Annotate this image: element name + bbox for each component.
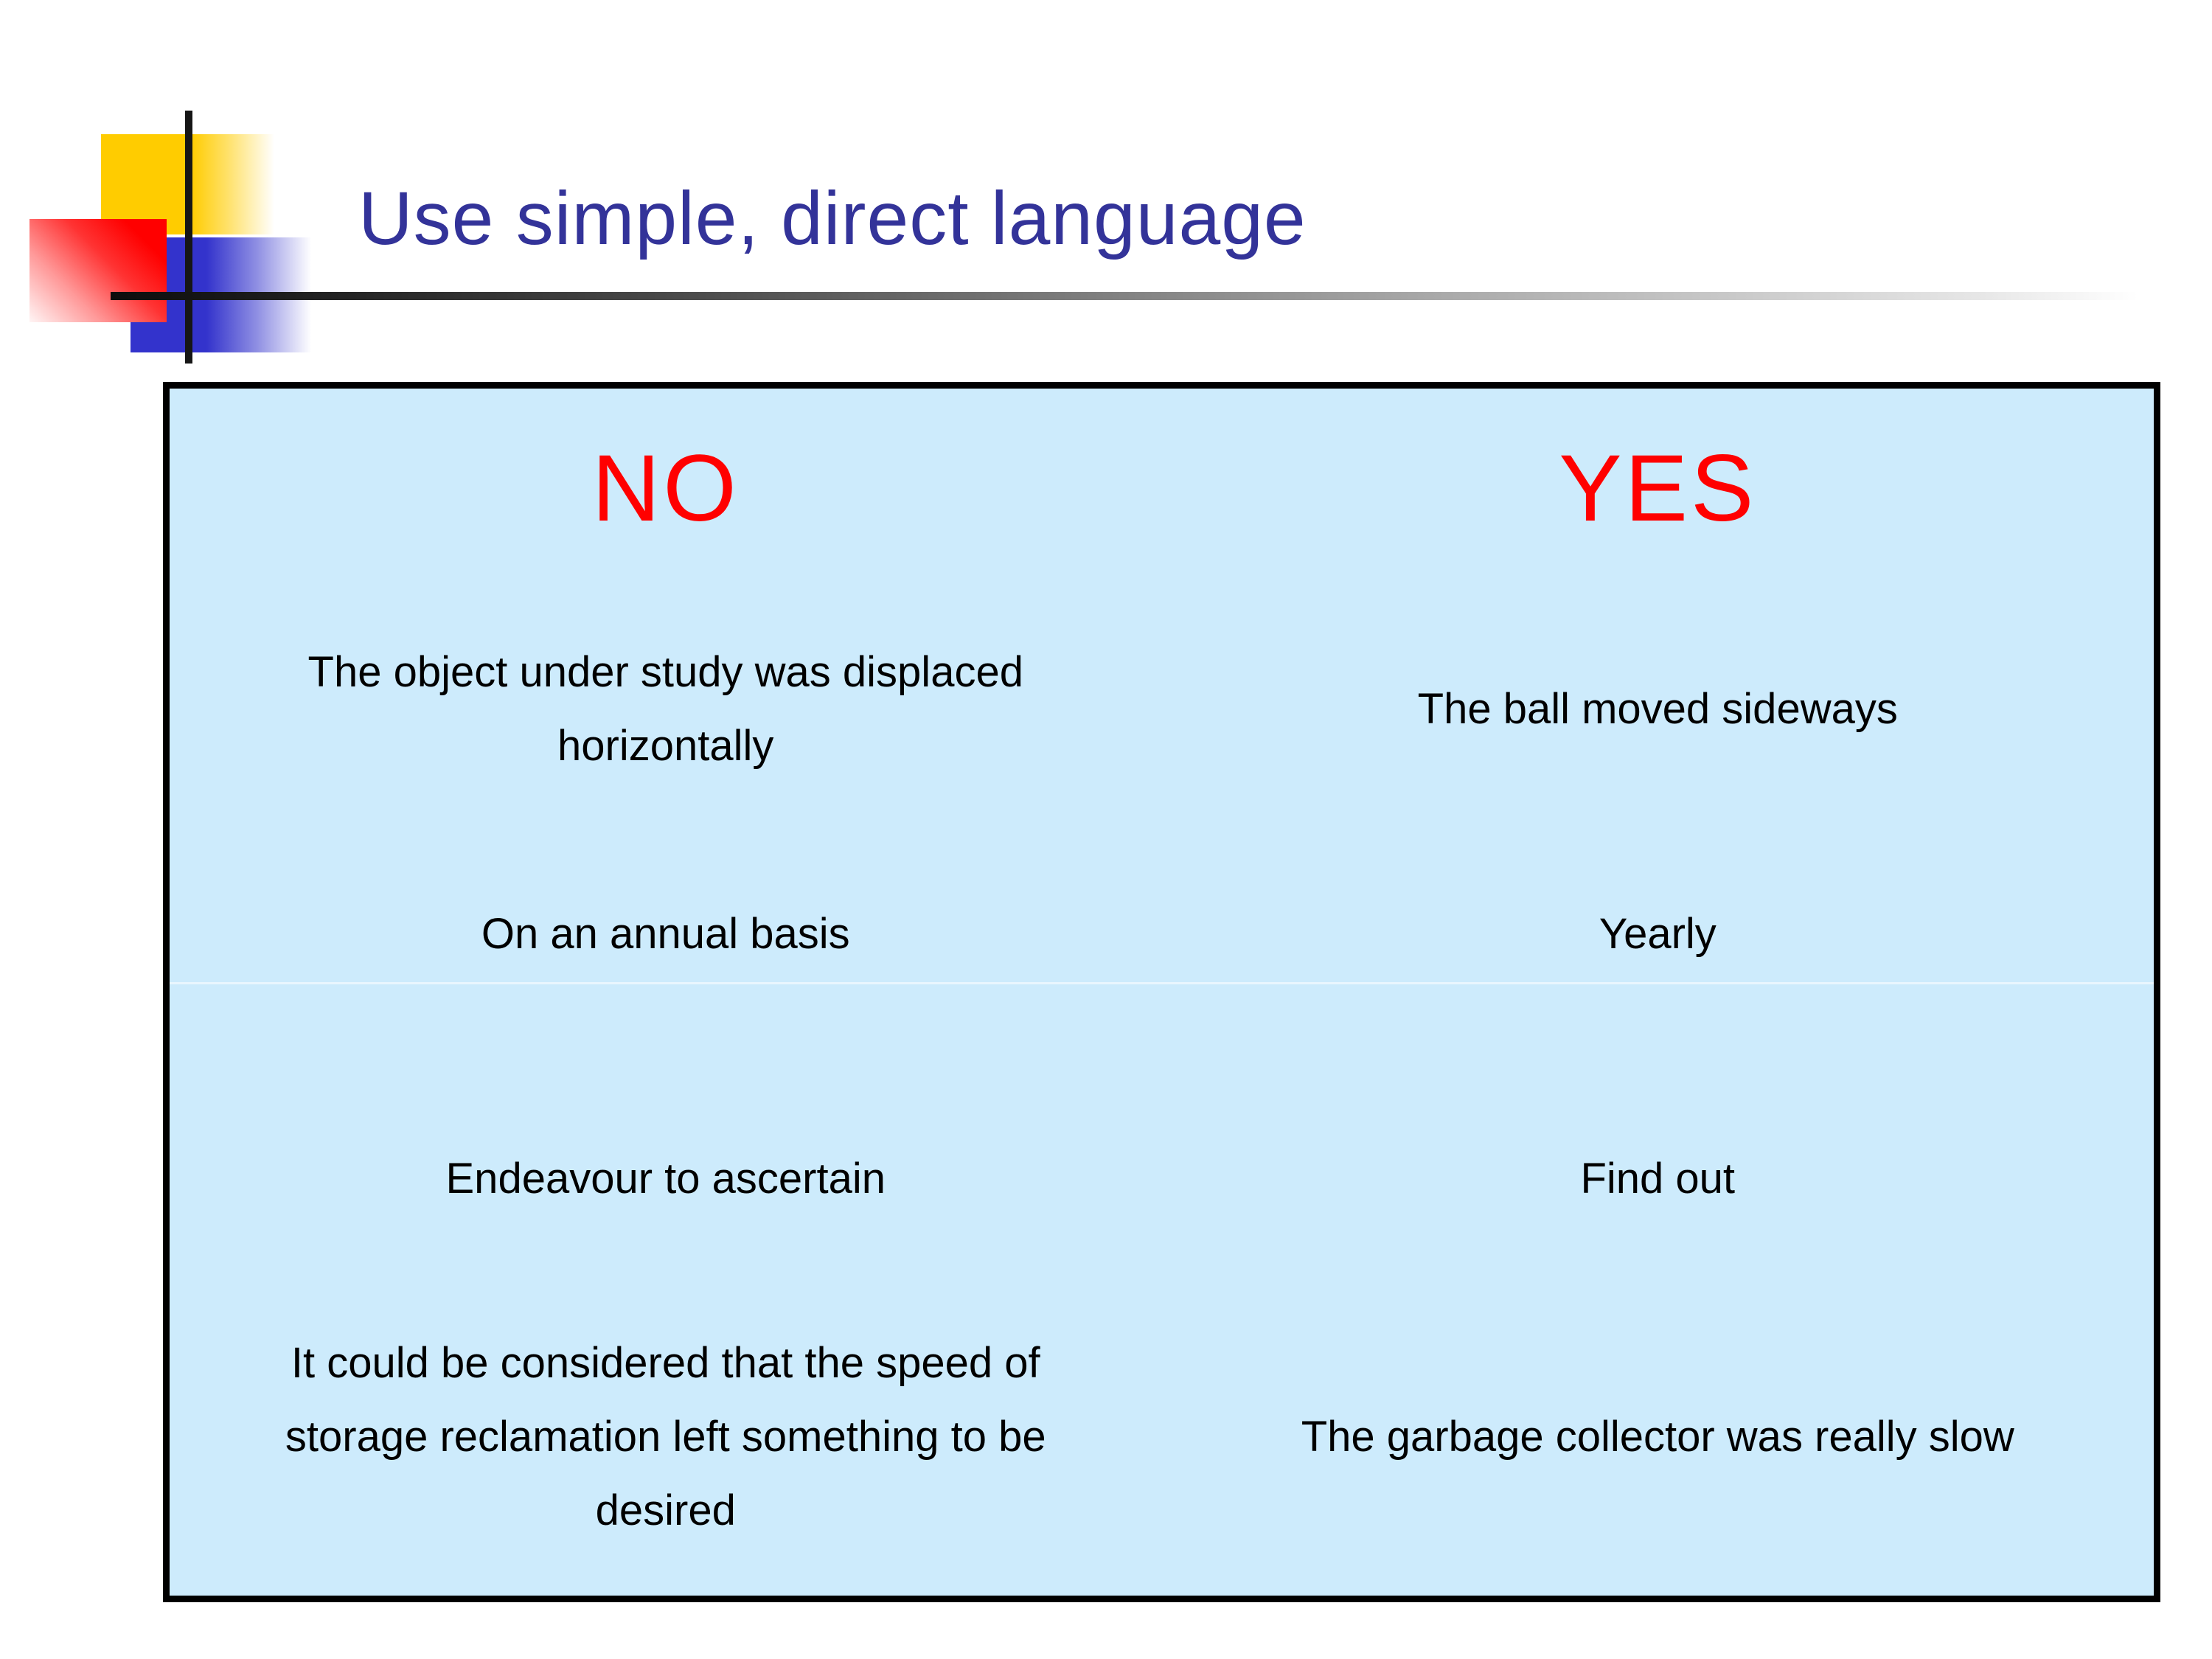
table-row: Endeavour to ascertain Find out (170, 1039, 2154, 1319)
table-row: The object under study was displaced hor… (170, 589, 2154, 829)
slide-title: Use simple, direct language (358, 176, 1307, 260)
yes-example-yearly: Yearly (1599, 909, 1717, 958)
no-example-annual: On an annual basis (481, 909, 850, 958)
no-example-endeavour: Endeavour to ascertain (445, 1155, 886, 1203)
header-row: NO YES (170, 389, 2154, 589)
yes-column-header: YES (1559, 436, 1757, 541)
yes-example-ball: The ball moved sideways (1417, 684, 1898, 733)
table-row: It could be considered that the speed of… (170, 1319, 2154, 1596)
red-square (29, 219, 167, 322)
no-column-header: NO (591, 436, 740, 541)
vertical-accent-line (185, 111, 192, 364)
comparison-box: NO YES The object under study was displa… (163, 382, 2160, 1602)
yes-example-garbage: The garbage collector was really slow (1301, 1412, 2014, 1461)
title-underline-rule (111, 292, 2138, 300)
yes-example-findout: Find out (1580, 1155, 1736, 1203)
no-example-storage: It could be considered that the speed of… (285, 1338, 1046, 1534)
no-example-displaced: The object under study was displaced hor… (307, 647, 1023, 770)
table-row: On an annual basis Yearly (170, 829, 2154, 1039)
row-divider-line (170, 982, 2154, 984)
decorative-corner-squares (0, 0, 369, 413)
